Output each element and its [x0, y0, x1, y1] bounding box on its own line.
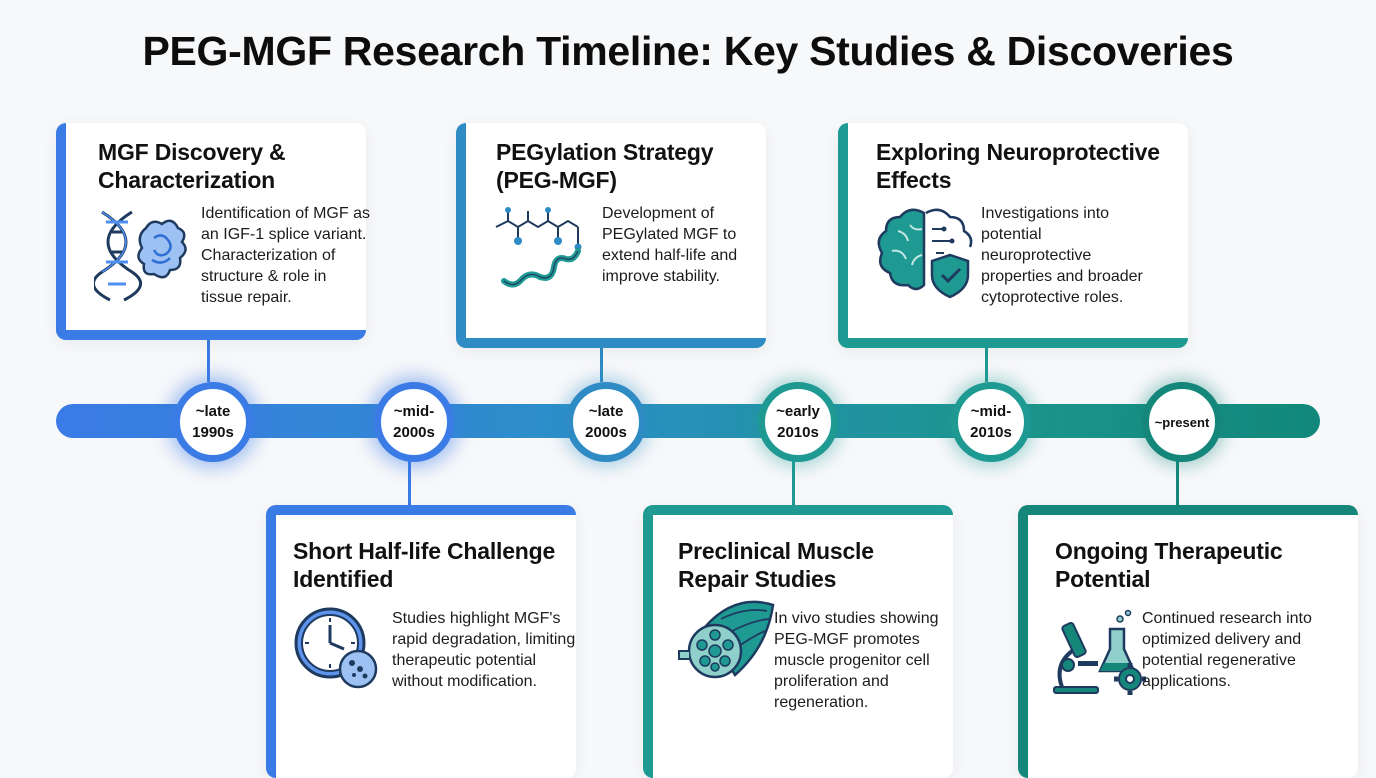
dna-protein-icon [94, 210, 187, 302]
milestone-card: Preclinical Muscle Repair Studies In viv… [643, 505, 953, 778]
page-title: PEG-MGF Research Timeline: Key Studies &… [142, 28, 1234, 74]
card-description: Development of PEGylated MGF to extend h… [602, 205, 738, 285]
card-description: In vivo studies showing PEG-MGF promotes… [774, 610, 939, 711]
stem-5 [985, 338, 988, 382]
stem-6 [1176, 460, 1179, 512]
milestone-date: ~present [1154, 414, 1210, 430]
milestone-date: ~mid-2010s [970, 403, 1012, 441]
milestone-card: PEGylation Strategy (PEG-MGF) Developmen… [456, 123, 766, 348]
milestone-card: Ongoing Therapeutic Potential Continued … [1018, 505, 1358, 778]
card-description: Investigations into potential neuroprote… [981, 205, 1143, 306]
milestone-card: Short Half-life Challenge Identified Stu… [266, 505, 576, 778]
stem-1 [207, 330, 210, 382]
card-description: Studies highlight MGF's rapid degradatio… [392, 610, 576, 690]
clock-icon [294, 607, 378, 689]
card-title: Exploring Neuroprotective Effects [876, 139, 1160, 193]
milestone-card: MGF Discovery & Characterization Identif… [56, 123, 370, 340]
card-title: Short Half-life Challenge Identified [293, 538, 556, 592]
peg-molecule-icon [495, 207, 582, 288]
stem-3 [600, 338, 603, 382]
muscle-fiber-icon [678, 600, 775, 679]
timeline-bar [56, 404, 1320, 438]
milestone-node: ~mid-2010s [951, 382, 1031, 462]
milestone-node: ~mid-2000s [374, 382, 454, 462]
stem-2 [408, 460, 411, 512]
card-title: Ongoing Therapeutic Potential [1055, 538, 1283, 592]
card-title: MGF Discovery & Characterization [98, 139, 286, 193]
card-title: Preclinical Muscle Repair Studies [678, 538, 874, 592]
card-description: Continued research into optimized delive… [1142, 610, 1312, 690]
microscope-flask-icon [1053, 609, 1146, 695]
card-title: PEGylation Strategy (PEG-MGF) [496, 139, 714, 193]
milestone-node: ~present [1142, 382, 1222, 462]
milestone-card: Exploring Neuroprotective Effects Invest… [838, 123, 1188, 348]
stem-4 [792, 460, 795, 512]
brain-shield-icon [877, 208, 973, 299]
milestone-date: ~mid-2000s [393, 403, 435, 441]
card-description: Identification of MGF as an IGF-1 splice… [201, 205, 370, 306]
